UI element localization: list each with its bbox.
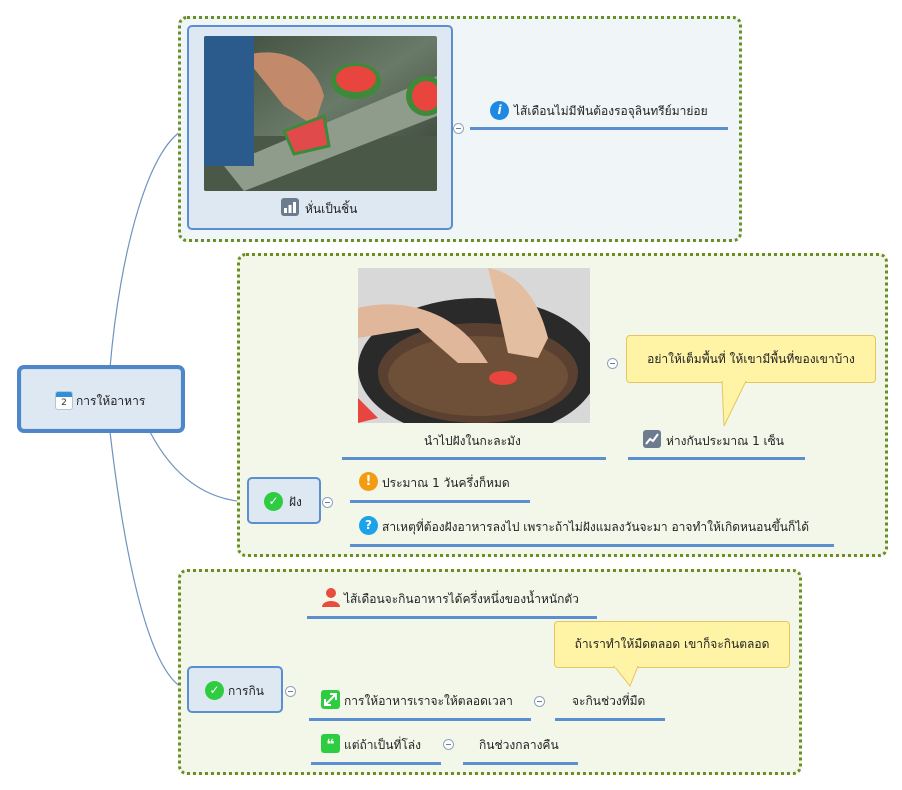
info-icon: i xyxy=(490,101,509,120)
collapse-bury-toggle[interactable] xyxy=(322,497,333,508)
callout-dark-pointer xyxy=(613,666,639,687)
spacing-underline xyxy=(628,457,805,460)
callout-dark: ถ้าเราทำให้มืดตลอด เขาก็จะกินตลอด xyxy=(554,621,790,668)
topic-eat[interactable]: ✓ การกิน xyxy=(187,666,283,713)
root-topic[interactable]: 2 การให้อาหาร xyxy=(17,365,185,433)
callout-space-pointer xyxy=(721,381,747,427)
bright-label: แต่ถ้าเป็นที่โล่ง xyxy=(344,738,422,752)
note-label: ไส้เดือนไม่มีฟันต้องรอจุลินทรีย์มาย่อย xyxy=(514,104,708,118)
note-underline xyxy=(470,127,728,130)
weight-label: ไส้เดือนจะกินอาหารได้ครึ่งหนึ่งของน้ำหนั… xyxy=(344,592,579,606)
bright-underline xyxy=(311,762,441,765)
topic-bury[interactable]: ✓ ฝัง xyxy=(247,477,321,524)
night-underline xyxy=(463,762,578,765)
topic-reason[interactable]: ? สาเหตุที่ต้องฝังอาหารลงไป เพราะถ้าไม่ฝ… xyxy=(350,511,834,547)
boundary-eat xyxy=(178,569,802,775)
duration-label: ประมาณ 1 วันครึ่งก็หมด xyxy=(382,476,510,490)
topic-note[interactable]: i ไส้เดือนไม่มีฟันต้องรอจุลินทรีย์มาย่อย xyxy=(470,97,728,132)
topic-duration[interactable]: ! ประมาณ 1 วันครึ่งก็หมด xyxy=(350,467,530,503)
always-underline xyxy=(309,718,531,721)
always-label: การให้อาหารเราจะให้ตลอดเวลา xyxy=(344,694,513,708)
watermelon-cutting-image xyxy=(204,36,437,191)
topic-dark[interactable]: จะกินช่วงที่มืด xyxy=(555,686,665,722)
dark-label: จะกินช่วงที่มืด xyxy=(572,694,646,708)
cut-label: หั่นเป็นชิ้น xyxy=(305,202,358,216)
reason-underline xyxy=(350,544,834,547)
collapse-cut-toggle[interactable] xyxy=(453,123,464,134)
callout-space-text: อย่าให้เต็มพื้นที่ ให้เขามีพื้นที่ของเขา… xyxy=(647,352,855,366)
bar-chart-icon xyxy=(281,198,299,216)
spacing-label: ห่างกันประมาณ 1 เซ็น xyxy=(666,434,784,448)
calendar-icon: 2 xyxy=(55,391,73,410)
image-caption-underline xyxy=(342,457,606,460)
quote-icon: ❝ xyxy=(321,734,340,753)
topic-cut[interactable]: หั่นเป็นชิ้น xyxy=(187,25,453,230)
person-icon xyxy=(320,586,342,608)
root-label: การให้อาหาร xyxy=(76,394,146,408)
night-label: กินช่วงกลางคืน xyxy=(479,738,559,752)
exclamation-icon: ! xyxy=(359,472,378,491)
callout-dark-text: ถ้าเราทำให้มืดตลอด เขาก็จะกินตลอด xyxy=(574,637,770,651)
topic-always[interactable]: การให้อาหารเราจะให้ตลอดเวลา xyxy=(309,686,531,722)
collapse-eat-toggle[interactable] xyxy=(285,686,296,697)
weight-underline xyxy=(307,616,597,619)
bury-label: ฝัง xyxy=(289,495,302,509)
topic-bright[interactable]: ❝ แต่ถ้าเป็นที่โล่ง xyxy=(311,730,441,766)
topic-night[interactable]: กินช่วงกลางคืน xyxy=(463,730,578,766)
collapse-image-toggle[interactable] xyxy=(607,358,618,369)
check-icon: ✓ xyxy=(205,681,224,700)
collapse-bright-toggle[interactable] xyxy=(443,739,454,750)
image-caption-label: นำไปฝังในกะละมัง xyxy=(424,434,521,448)
question-icon: ? xyxy=(359,516,378,535)
composting-bin-image xyxy=(358,268,590,423)
eat-label: การกิน xyxy=(228,684,264,698)
reason-label: สาเหตุที่ต้องฝังอาหารลงไป เพราะถ้าไม่ฝัง… xyxy=(382,520,810,534)
check-icon: ✓ xyxy=(264,492,283,511)
expand-arrows-icon xyxy=(321,690,340,709)
callout-space: อย่าให้เต็มพื้นที่ ให้เขามีพื้นที่ของเขา… xyxy=(626,335,876,383)
line-chart-icon xyxy=(643,430,661,448)
dark-underline xyxy=(555,718,665,721)
collapse-always-toggle[interactable] xyxy=(534,696,545,707)
topic-spacing[interactable]: ห่างกันประมาณ 1 เซ็น xyxy=(628,424,805,460)
topic-weight[interactable]: ไส้เดือนจะกินอาหารได้ครึ่งหนึ่งของน้ำหนั… xyxy=(307,583,597,619)
duration-underline xyxy=(350,500,530,503)
